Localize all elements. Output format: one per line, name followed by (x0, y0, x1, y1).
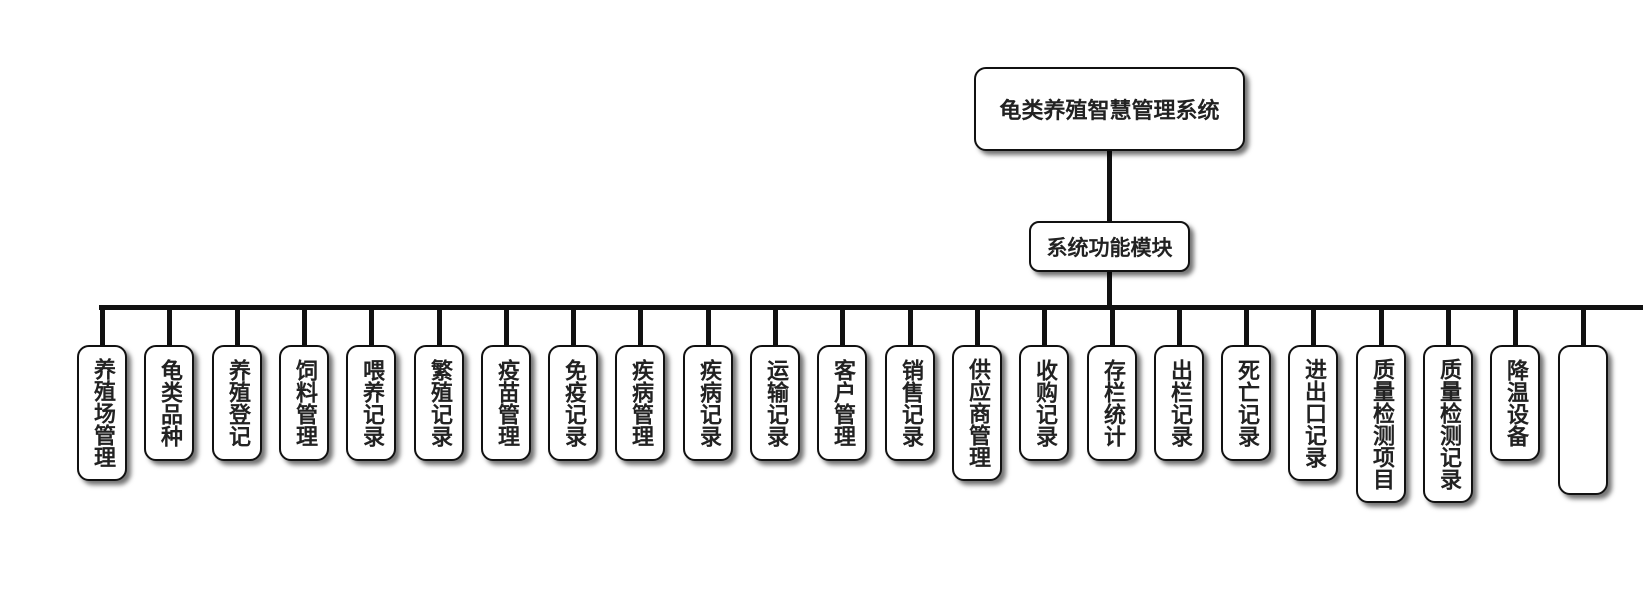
module-item: 收购记录 (1019, 345, 1069, 461)
branch-line (1580, 310, 1586, 345)
branch-line (166, 310, 172, 345)
module-item-label: 繁殖记录 (427, 359, 452, 447)
branch-line (1445, 310, 1451, 345)
branch-line (839, 310, 845, 345)
module-item-label: 存栏统计 (1100, 359, 1125, 447)
module-item: 龟类品种 (144, 345, 194, 461)
module-item: 供应商管理 (952, 345, 1002, 481)
module-item-label: 质量检测项目 (1369, 358, 1394, 490)
root-node: 龟类养殖智慧管理系统 (974, 67, 1245, 151)
module-item: 销售记录 (885, 345, 935, 461)
module-item-label: 销售记录 (898, 359, 923, 447)
branch-line (234, 310, 240, 345)
root-connector (1107, 151, 1112, 221)
module-item-label: 免疫记录 (561, 359, 586, 447)
module-item: 养殖登记 (212, 345, 262, 461)
module-item-label: 运输记录 (763, 359, 788, 447)
branch-line (705, 310, 711, 345)
module-item: 疾病管理 (615, 345, 665, 461)
module-item-label: 喂养记录 (359, 359, 384, 447)
module-item-label: 降温设备 (1503, 359, 1528, 447)
module-item (1558, 345, 1608, 495)
branch-line (368, 310, 374, 345)
branch-line (1512, 310, 1518, 345)
branch-line (570, 310, 576, 345)
branch-line (1176, 310, 1182, 345)
branch-line (1378, 310, 1384, 345)
branch-line (503, 310, 509, 345)
branch-line (436, 310, 442, 345)
module-item: 免疫记录 (548, 345, 598, 461)
module-item-label: 疾病管理 (628, 359, 653, 447)
module-item: 疾病记录 (683, 345, 733, 461)
module-item: 质量检测记录 (1423, 345, 1473, 503)
module-item: 死亡记录 (1221, 345, 1271, 461)
module-item: 降温设备 (1490, 345, 1540, 461)
module-item-label: 疫苗管理 (494, 359, 519, 447)
branch-line (974, 310, 980, 345)
module-item-label: 质量检测记录 (1436, 358, 1461, 490)
module-item: 质量检测项目 (1356, 345, 1406, 503)
module-item-label: 收购记录 (1032, 359, 1057, 447)
branch-line (1243, 310, 1249, 345)
module-item: 进出口记录 (1288, 345, 1338, 481)
branch-line (772, 310, 778, 345)
module-item-label: 养殖登记 (225, 359, 250, 447)
module-item-label: 进出口记录 (1301, 358, 1326, 468)
module-node-label: 系统功能模块 (1046, 235, 1173, 260)
branch-line (637, 310, 643, 345)
module-item: 运输记录 (750, 345, 800, 461)
branch-line (99, 310, 105, 345)
module-item-label: 龟类品种 (157, 359, 182, 447)
branch-line (1041, 310, 1047, 345)
module-item: 养殖场管理 (77, 345, 127, 481)
module-item: 客户管理 (817, 345, 867, 461)
module-connector (1107, 272, 1112, 309)
module-item-label: 供应商管理 (965, 358, 990, 468)
module-node: 系统功能模块 (1029, 221, 1190, 272)
module-item-label: 出栏记录 (1167, 359, 1192, 447)
branch-line (1109, 310, 1115, 345)
module-item-label: 客户管理 (830, 359, 855, 447)
branch-line (1310, 310, 1316, 345)
module-item: 存栏统计 (1087, 345, 1137, 461)
module-item-label: 疾病记录 (696, 359, 721, 447)
module-item: 喂养记录 (346, 345, 396, 461)
module-item: 饲料管理 (279, 345, 329, 461)
branch-line (907, 310, 913, 345)
branch-line (301, 310, 307, 345)
branch-bus (99, 305, 1643, 310)
module-item-label: 死亡记录 (1234, 359, 1259, 447)
module-item: 繁殖记录 (414, 345, 464, 461)
root-node-label: 龟类养殖智慧管理系统 (999, 99, 1220, 124)
module-item-label: 饲料管理 (292, 359, 317, 447)
module-item: 出栏记录 (1154, 345, 1204, 461)
module-item: 疫苗管理 (481, 345, 531, 461)
module-item-label: 养殖场管理 (90, 358, 115, 468)
